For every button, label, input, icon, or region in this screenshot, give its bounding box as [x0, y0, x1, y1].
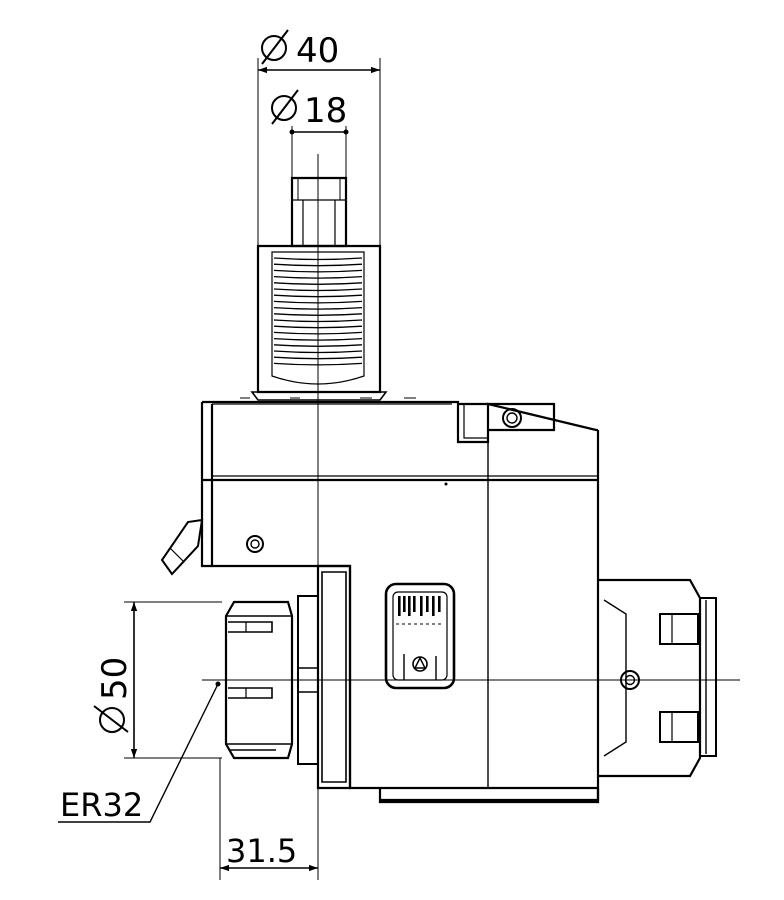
scale-tick — [398, 596, 401, 616]
scale-tick — [420, 596, 423, 616]
scale-tick — [403, 596, 406, 612]
center-lines — [202, 154, 740, 681]
dim-40-text: 40 — [296, 31, 339, 71]
dimension-dia-18: 18 — [271, 89, 349, 178]
scale-tick — [438, 596, 441, 612]
scale-tick — [432, 596, 435, 616]
scale-tick — [426, 596, 429, 612]
diameter-symbol-icon — [93, 705, 129, 733]
dim-50-text: 50 — [95, 657, 135, 700]
dimension-31-5: 31.5 — [219, 758, 319, 880]
scale-tick — [408, 596, 411, 616]
dimension-dia-40: 40 — [257, 29, 381, 246]
scale-tick — [413, 596, 416, 612]
main-housing — [160, 397, 600, 804]
diameter-symbol-icon — [271, 89, 299, 125]
collet-nut-assembly — [224, 564, 352, 790]
dim-18-text: 18 — [304, 91, 347, 131]
diameter-symbol-icon — [261, 29, 289, 65]
spindle-shank — [250, 176, 388, 401]
dim-31-5-text: 31.5 — [226, 832, 297, 870]
er32-label-text: ER32 — [60, 786, 143, 824]
dimension-dia-50: 50 — [93, 601, 222, 759]
indicator-window — [384, 582, 456, 690]
right-drive-unit — [598, 578, 717, 778]
scale-ticks — [398, 596, 441, 616]
collet-label-leader: ER32 — [58, 681, 221, 824]
